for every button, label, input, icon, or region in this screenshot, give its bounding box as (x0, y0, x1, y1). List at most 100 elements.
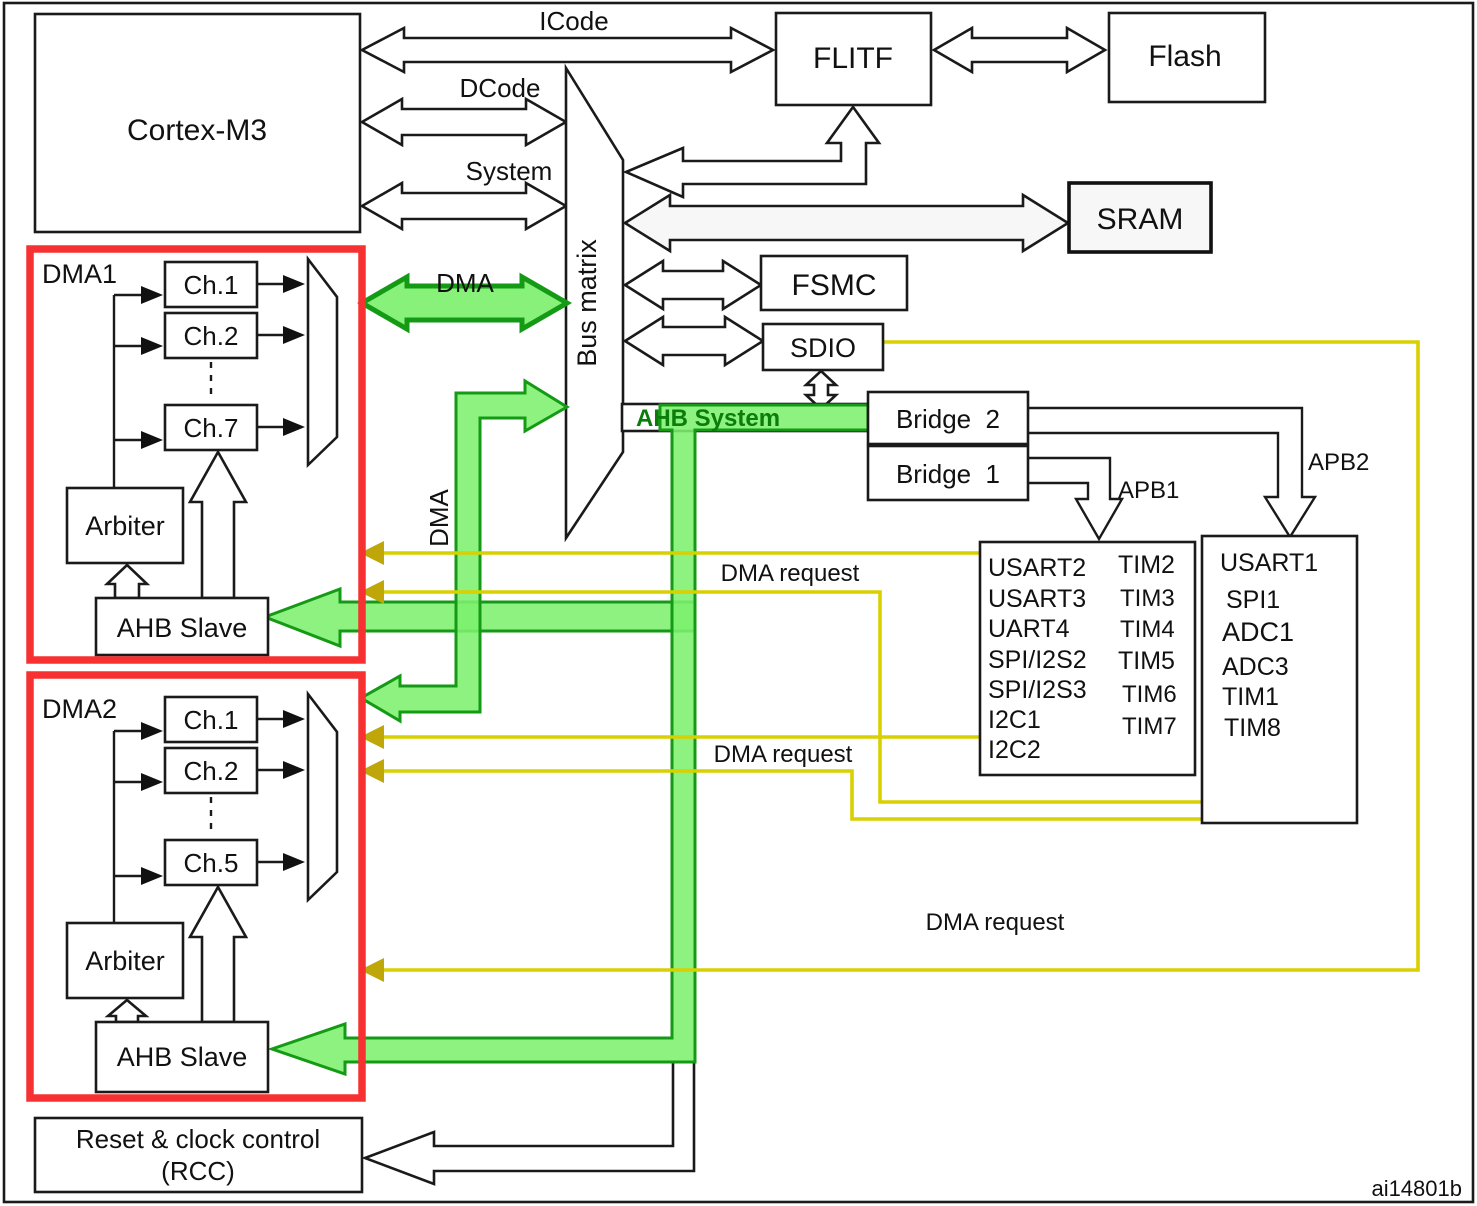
svg-text:USART1: USART1 (1220, 549, 1318, 577)
flitf-busmatrix-elbow-arrow (622, 104, 882, 199)
fsmc-label: FSMC (792, 269, 877, 302)
svg-text:I2C1: I2C1 (988, 706, 1041, 734)
rcc-label-line1: Reset & clock control (76, 1124, 320, 1154)
dma2-arbiter-label: Arbiter (85, 946, 165, 976)
svg-text:UART4: UART4 (988, 615, 1070, 643)
apb1-label: APB1 (1118, 477, 1179, 504)
flitf-label: FLITF (813, 42, 893, 75)
bridge2-box (866, 390, 1030, 446)
dcode-label: DCode (460, 73, 541, 103)
dma2-ahbslave-to-ch-arrow (187, 884, 249, 1024)
apb1-peripheral-list: USART2 USART3 UART4 SPI/I2S2 SPI/I2S3 I2… (988, 551, 1177, 764)
svg-text:ADC3: ADC3 (1222, 653, 1289, 681)
dma1-channel-1 (163, 260, 259, 309)
svg-text:TIM1: TIM1 (1222, 683, 1279, 711)
dma2-ahb-slave-label: AHB Slave (117, 1042, 248, 1072)
fsmc-bus-arrow (622, 258, 764, 312)
dma2-mux-trapezoid (306, 690, 339, 904)
rcc-label-line2: (RCC) (161, 1156, 235, 1186)
apb2-peripheral-box (1200, 534, 1359, 825)
dma1-channel-7 (163, 403, 259, 452)
sdio-bus-arrow (622, 314, 766, 368)
ahb-system-green-net (267, 403, 870, 1077)
figure-id: ai14801b (1371, 1176, 1462, 1201)
svg-text:TIM8: TIM8 (1224, 714, 1281, 742)
bus-matrix (564, 63, 625, 543)
svg-text:SPI/I2S2: SPI/I2S2 (988, 646, 1087, 674)
bridge1-box (866, 444, 1030, 502)
svg-text:USART2: USART2 (988, 554, 1086, 582)
sram-label: SRAM (1097, 203, 1184, 236)
sram-bus-arrow (622, 192, 1071, 254)
rcc-elbow-arrow (361, 1060, 696, 1186)
dma2-ch1-label: Ch.1 (184, 705, 239, 735)
flitf-box (774, 11, 933, 107)
dma2-block (65, 690, 339, 1094)
dcode-bus-arrow (359, 96, 569, 148)
sdio-box (761, 322, 885, 372)
dma1-ch7-label: Ch.7 (184, 413, 239, 443)
system-bus-arrow (359, 180, 569, 232)
icode-label: ICode (539, 6, 608, 36)
dma1-mux-trapezoid (306, 255, 339, 469)
svg-text:TIM7: TIM7 (1122, 713, 1177, 740)
dma-request-label-3: DMA request (926, 909, 1065, 936)
dma-vertical-green-bus (357, 378, 570, 724)
dma2-ch2-label: Ch.2 (184, 756, 239, 786)
flash-label: Flash (1148, 40, 1221, 73)
dma1-busmatrix-green-arrow (357, 272, 572, 334)
dma1-arbiter-box (65, 486, 185, 565)
apb2-peripheral-list: USART1 SPI1 ADC1 ADC3 TIM1 TIM8 (1220, 549, 1318, 742)
rcc-box (33, 1116, 364, 1194)
fsmc-box (759, 254, 909, 312)
dma2-red-border (26, 671, 366, 1102)
cortex-m3-box (33, 12, 362, 234)
bus-matrix-label: Bus matrix (572, 239, 602, 367)
system-label: System (466, 156, 553, 186)
sdio-label: SDIO (790, 333, 856, 363)
dma2-ahb-slave-box (94, 1020, 270, 1094)
dma-v-label: DMA (424, 488, 454, 546)
svg-text:I2C2: I2C2 (988, 736, 1041, 764)
apb1-peripheral-box (978, 540, 1197, 777)
svg-text:TIM3: TIM3 (1120, 585, 1175, 612)
apb2-label: APB2 (1308, 449, 1369, 476)
dma2-ahbslave-to-arbiter-arrow (104, 998, 150, 1024)
svg-text:SPI/I2S3: SPI/I2S3 (988, 676, 1087, 704)
svg-text:TIM4: TIM4 (1120, 616, 1175, 643)
dma1-ch1-label: Ch.1 (184, 270, 239, 300)
dma2-label: DMA2 (42, 694, 117, 724)
dma1-block (65, 255, 339, 657)
cortex-m3-label: Cortex-M3 (127, 114, 267, 147)
dma2-ch5-label: Ch.5 (184, 848, 239, 878)
svg-text:USART3: USART3 (988, 585, 1086, 613)
bridge1-label: Bridge 1 (896, 459, 1000, 489)
dma-h-label: DMA (436, 268, 494, 298)
dma1-ahbslave-to-arbiter-arrow (103, 563, 151, 600)
svg-text:ADC1: ADC1 (1222, 617, 1294, 647)
apb1-connector (1028, 456, 1125, 542)
flash-box (1107, 11, 1267, 104)
icode-bus-arrow (359, 25, 776, 75)
dma2-channel-2 (163, 746, 259, 795)
svg-text:TIM6: TIM6 (1122, 681, 1177, 708)
dma1-ahb-slave-box (94, 596, 270, 657)
bridge2-label: Bridge 2 (896, 404, 1000, 434)
dma-request-lines (360, 340, 1420, 982)
ahb-system-label: AHB System (636, 405, 780, 432)
dma1-channel-2 (163, 311, 259, 360)
apb2-connector (1028, 406, 1318, 540)
dma1-arbiter-label: Arbiter (85, 511, 165, 541)
svg-text:TIM5: TIM5 (1118, 647, 1175, 675)
svg-text:SPI1: SPI1 (1226, 586, 1280, 614)
sram-box (1067, 181, 1213, 254)
dma1-label: DMA1 (42, 259, 117, 289)
dma-request-label-2: DMA request (714, 741, 853, 768)
dma2-arbiter-box (65, 921, 185, 1000)
dma1-ch2-label: Ch.2 (184, 321, 239, 351)
flitf-flash-arrow (931, 25, 1108, 75)
svg-text:TIM2: TIM2 (1118, 551, 1175, 579)
